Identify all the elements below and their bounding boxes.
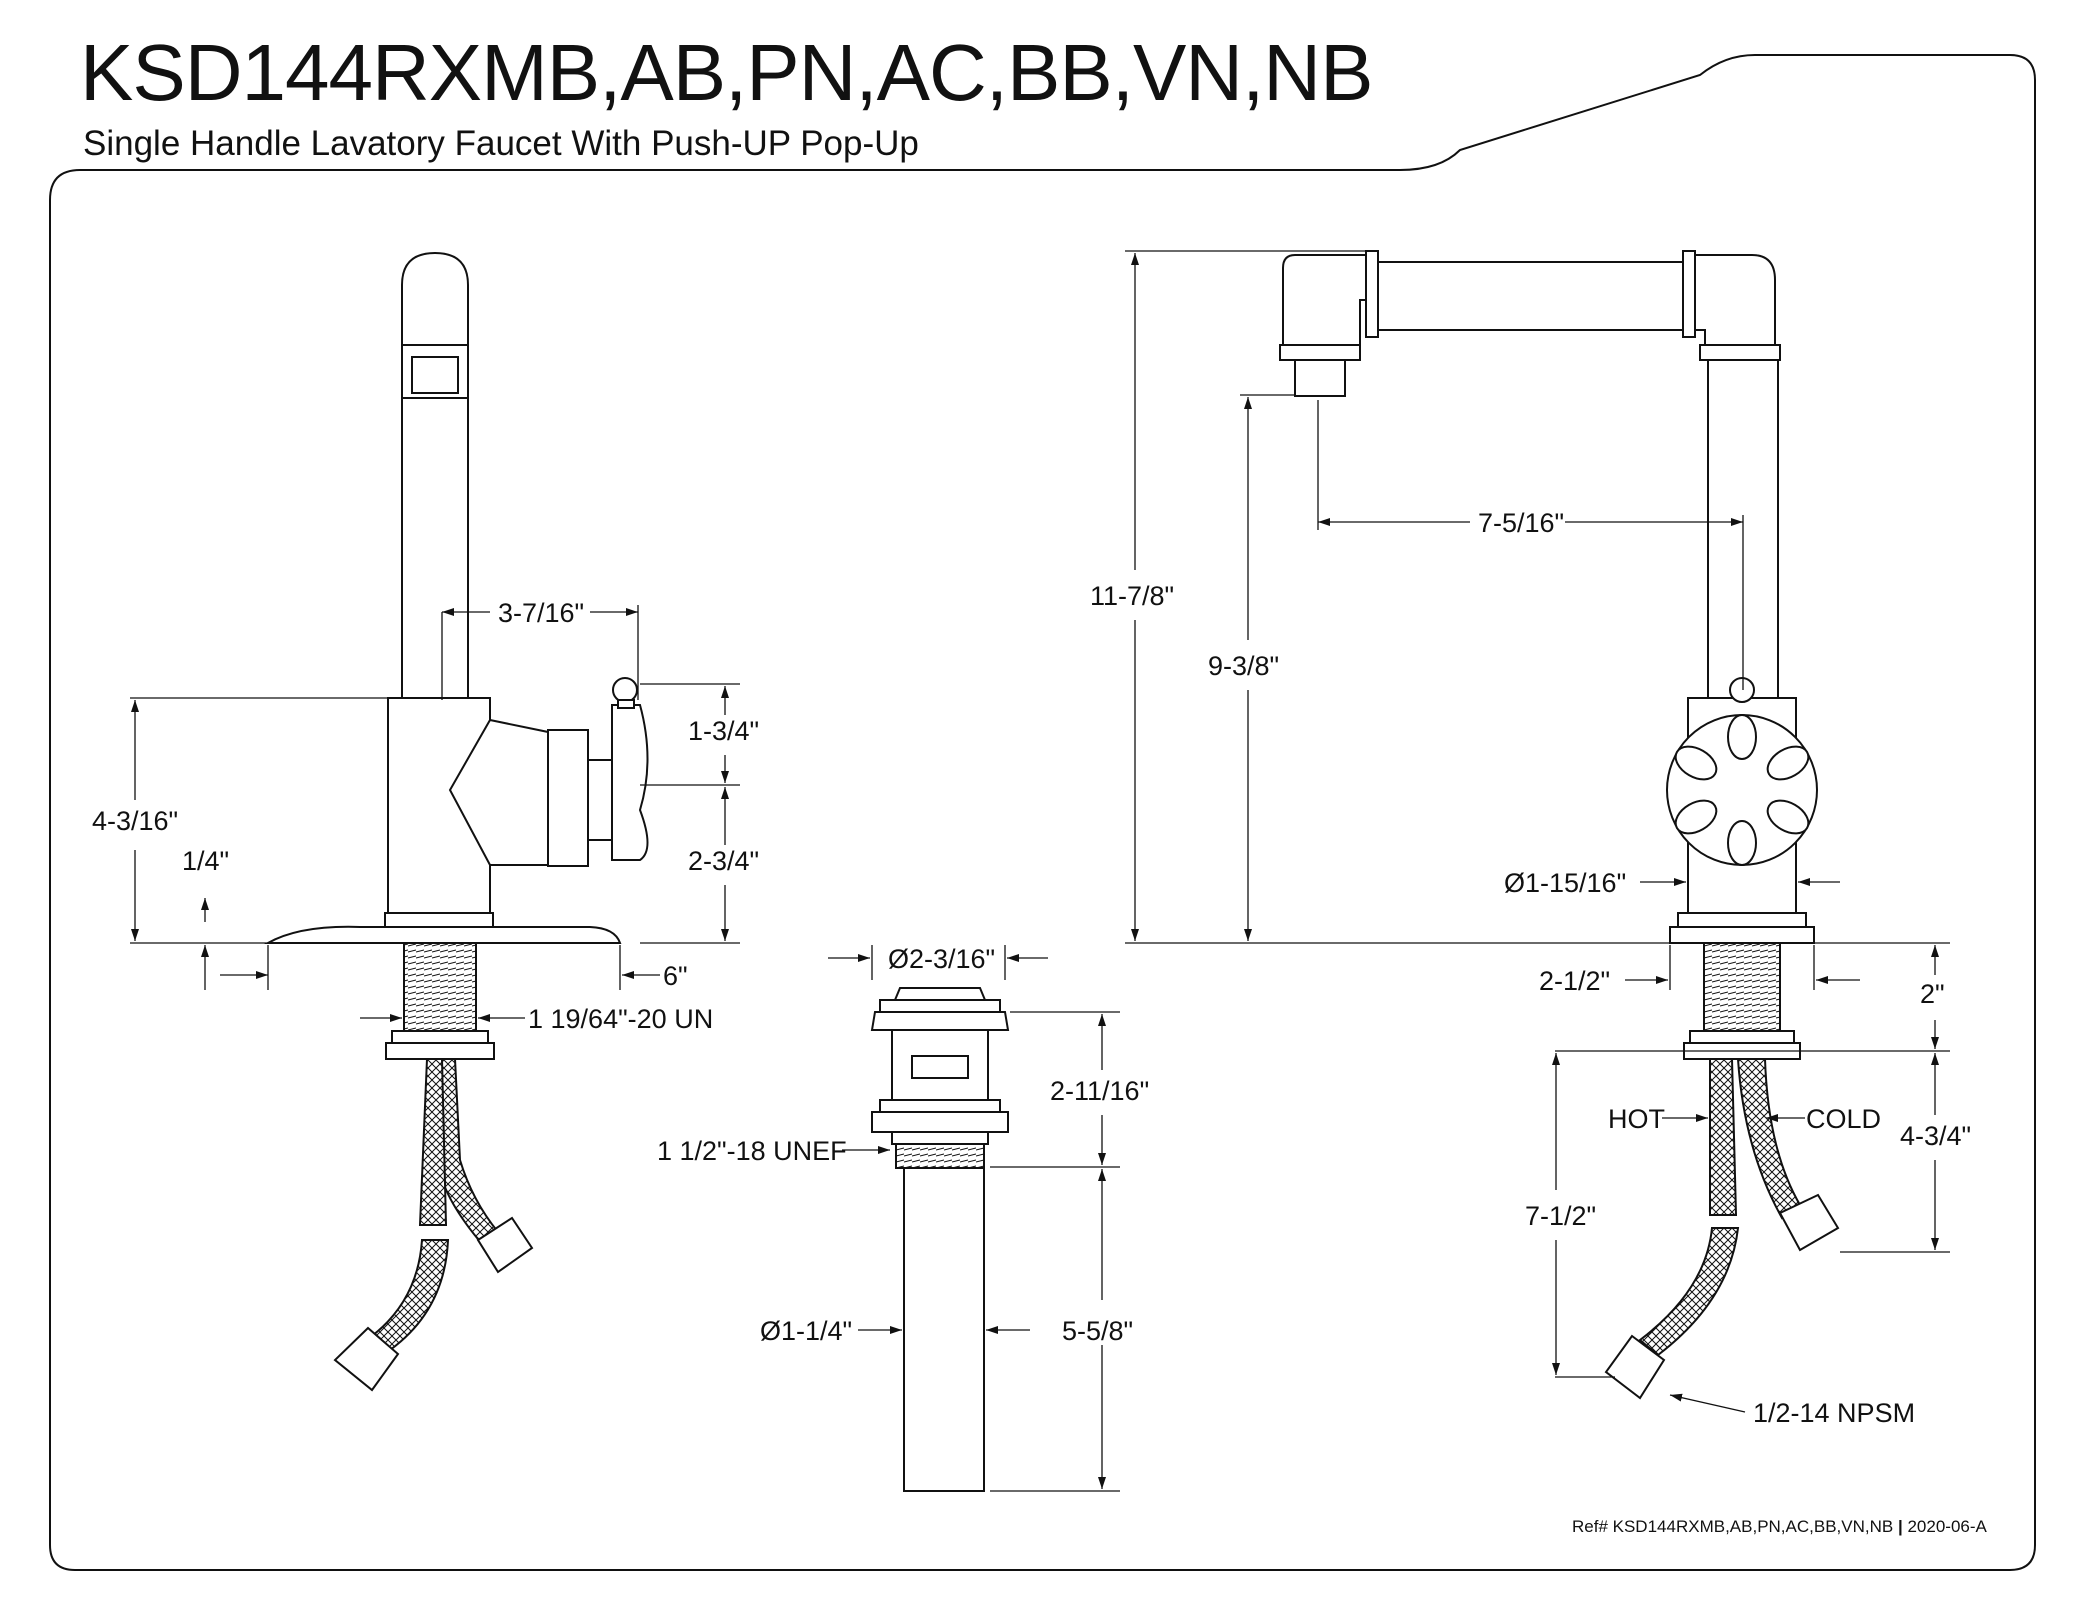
drain-top-height-label: 2-11/16" — [1050, 1076, 1149, 1106]
tailpiece-diameter-label: Ø1-1/4" — [760, 1316, 852, 1346]
reference-line: Ref# KSD144RXMB,AB,PN,AC,BB,VN,NB | 2020… — [1572, 1517, 1988, 1536]
tailpiece-length-label: 5-5/8" — [1062, 1316, 1133, 1346]
faucet-side-view — [264, 251, 649, 1392]
spout-reach-label: 3-7/16" — [498, 598, 584, 628]
revision-text: 2020-06-A — [1907, 1517, 1987, 1536]
reference-text: Ref# KSD144RXMB,AB,PN,AC,BB,VN,NB — [1572, 1517, 1893, 1536]
spout-height-label: 9-3/8" — [1208, 651, 1279, 681]
front-view-dimension-lines — [1125, 250, 1950, 1413]
body-diameter-label: Ø1-15/16" — [1504, 868, 1626, 898]
overall-height-label: 11-7/8" — [1090, 581, 1174, 611]
front-spout-reach-label: 7-5/16" — [1478, 508, 1564, 538]
body-height-label: 4-3/16" — [92, 806, 178, 836]
deck-plate-thickness-label: 1/4" — [182, 846, 229, 876]
side-view-dimension-lines — [130, 605, 740, 1022]
drain-assembly — [870, 987, 1010, 1492]
base-diameter-label: 2-1/2" — [1539, 966, 1610, 996]
shank-thread-label: 1 19/64"-20 UN — [528, 1004, 713, 1034]
hot-hose-length-label: 7-1/2" — [1525, 1201, 1596, 1231]
hose-connection-label: 1/2-14 NPSM — [1753, 1398, 1915, 1428]
handle-upper-label: 1-3/4" — [688, 716, 759, 746]
hot-label: HOT — [1608, 1104, 1665, 1134]
handle-lower-label: 2-3/4" — [688, 846, 759, 876]
drain-thread-label: 1 1/2"-18 UNEF — [657, 1136, 847, 1166]
handle-wheel-spokes — [1674, 714, 1810, 866]
cold-label: COLD — [1806, 1104, 1881, 1134]
cold-hose-length-label: 4-3/4" — [1900, 1121, 1971, 1151]
drawing-frame — [49, 54, 2036, 1571]
reference-separator: | — [1898, 1517, 1903, 1536]
drain-dimension-lines — [828, 945, 1120, 1492]
page-title: KSD144RXMB,AB,PN,AC,BB,VN,NB — [80, 28, 1372, 117]
flange-diameter-label: Ø2-3/16" — [888, 944, 995, 974]
shank-length-label: 2" — [1920, 979, 1945, 1009]
deck-plate-length-label: 6" — [663, 961, 688, 991]
page-subtitle: Single Handle Lavatory Faucet With Push-… — [83, 124, 919, 163]
